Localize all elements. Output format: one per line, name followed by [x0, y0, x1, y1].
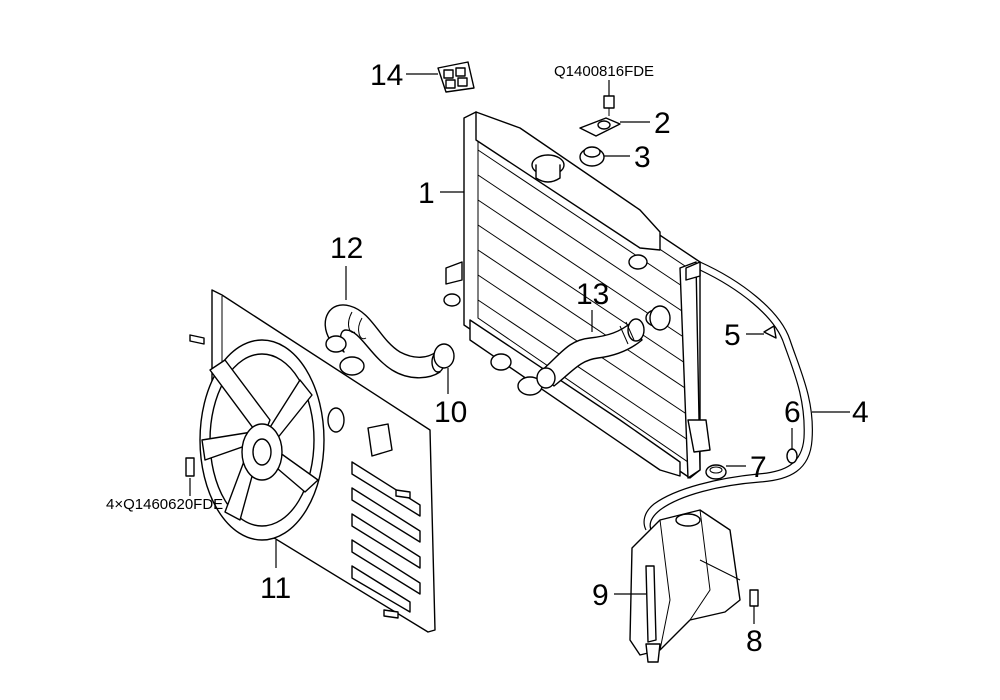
rubber-mount [579, 146, 605, 167]
callout-13: 13 [576, 278, 609, 311]
part-codes: Q1400816FDE 4×Q1460620FDE [106, 63, 654, 513]
callouts: 1 2 3 4 5 6 7 8 9 10 11 12 13 14 [260, 59, 869, 658]
bolt-code-top: Q1400816FDE [554, 63, 654, 80]
callout-9: 9 [592, 579, 609, 612]
callout-10: 10 [434, 396, 467, 429]
callout-7: 7 [750, 451, 767, 484]
callout-6: 6 [784, 396, 801, 429]
callout-1: 1 [418, 177, 435, 210]
bolts [185, 95, 777, 619]
callout-14: 14 [370, 59, 403, 92]
callout-2: 2 [654, 107, 671, 140]
leader-lines [189, 73, 850, 624]
bolt-code-fan: 4×Q1460620FDE [106, 496, 223, 513]
callout-4: 4 [852, 396, 869, 429]
reservoir-tank [629, 509, 741, 663]
clip-bracket [437, 61, 475, 93]
callout-3: 3 [634, 141, 651, 174]
upper-bracket [579, 117, 621, 137]
callout-8: 8 [746, 625, 763, 658]
callout-12: 12 [330, 232, 363, 265]
callout-5: 5 [724, 319, 741, 352]
callout-11: 11 [260, 572, 291, 605]
radiator [443, 111, 711, 479]
lower-hose [536, 318, 645, 389]
fan-shroud-assembly [199, 289, 436, 633]
